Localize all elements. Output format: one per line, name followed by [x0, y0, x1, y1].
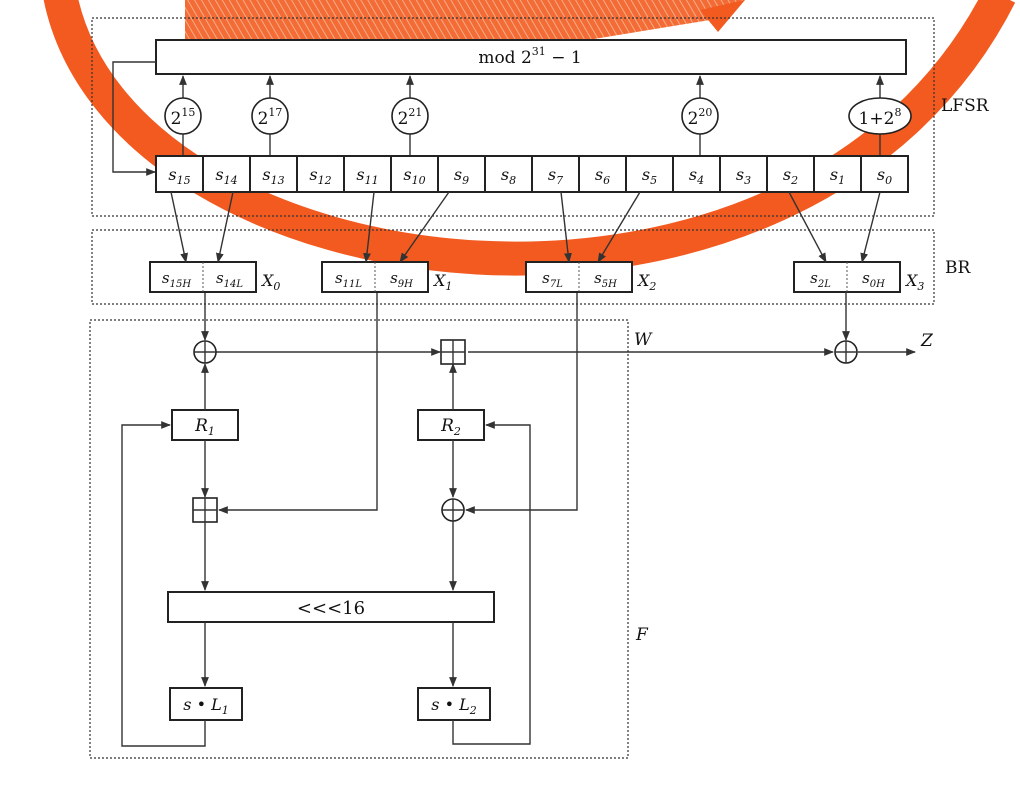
cell-label: s1 — [830, 165, 845, 187]
lfsr-cell: s1 — [813, 155, 862, 193]
l2-label: s • L2 — [431, 695, 476, 717]
br-word: s7L s5H X2 — [525, 261, 656, 293]
f-region: F W Z R1 R2 — [89, 292, 934, 759]
lfsr-cell: s6 — [578, 155, 627, 193]
br-word: s11L s9H X1 — [321, 261, 452, 293]
lfsr-region: LFSR mod 231 − 1 215 217 221 220 1+28 s15 s14… — [91, 17, 990, 217]
xor-icon — [441, 498, 465, 522]
br-half-label: s7L — [542, 269, 563, 290]
rotate-box — [167, 591, 495, 623]
br-word-name: X1 — [432, 271, 452, 293]
cell-label: s4 — [689, 165, 704, 187]
l1-label: s • L1 — [183, 695, 228, 717]
br-half-label: s0H — [862, 269, 885, 290]
multiplier-node: 215 — [164, 75, 202, 156]
multiplier-node: 217 — [251, 75, 289, 156]
lfsr-cells: s15 s14 s13 s12 s11 s10 s9 s8 s7 s6 s5 s4 s3 s2 s1 s0 — [155, 155, 909, 193]
br-word: s15H s14L X0 — [149, 261, 280, 293]
lfsr-cell: s5 — [625, 155, 674, 193]
xor-icon — [834, 340, 858, 364]
cell-label: s14 — [215, 165, 237, 187]
multiplier-node: 1+28 — [848, 75, 912, 156]
lfsr-cell: s9 — [437, 155, 486, 193]
br-label: BR — [945, 258, 971, 278]
lfsr-cell: s15 — [155, 155, 204, 193]
br-half-label: s15H — [162, 269, 191, 290]
multiplier-label: 217 — [258, 106, 283, 129]
lfsr-cell: s3 — [719, 155, 768, 193]
r2-register — [417, 409, 485, 441]
multiplier-label: 221 — [398, 106, 423, 129]
br-word-name: X0 — [260, 271, 280, 293]
br-word-name: X2 — [636, 271, 656, 293]
lfsr-cell: s2 — [766, 155, 815, 193]
lfsr-cell: s11 — [343, 155, 392, 193]
modulus-box — [155, 39, 907, 75]
f-label: F — [635, 625, 649, 645]
cell-label: s11 — [356, 165, 378, 187]
lfsr-cell: s12 — [296, 155, 345, 193]
xor-icon — [193, 340, 217, 364]
lfsr-cell: s4 — [672, 155, 721, 193]
modulus-label: mod 231 − 1 — [478, 45, 581, 68]
lfsr-cell: s14 — [202, 155, 251, 193]
cell-label: s13 — [262, 165, 284, 187]
cell-label: s9 — [454, 165, 469, 187]
br-half-label: s5H — [594, 269, 617, 290]
lfsr-cell: s10 — [390, 155, 439, 193]
tap-lines — [170, 191, 881, 263]
multipliers: 215 217 221 220 1+28 — [164, 75, 912, 156]
cell-label: s8 — [501, 165, 516, 187]
r1-label: R1 — [194, 416, 215, 438]
lfsr-cell: s8 — [484, 155, 533, 193]
l2-transform — [417, 687, 491, 721]
cell-label: s2 — [783, 165, 798, 187]
br-region: BR s15H s14L X0 s11L s9H X1 s7L s5H X2 s2L s0H X3 — [91, 229, 971, 305]
add-mod-icon — [440, 339, 466, 365]
lfsr-label: LFSR — [941, 96, 990, 116]
w-label: W — [634, 330, 653, 350]
cell-label: s3 — [736, 165, 751, 187]
z-label: Z — [920, 331, 934, 351]
cell-label: s0 — [877, 165, 892, 187]
l1-transform — [169, 687, 243, 721]
cell-label: s10 — [403, 165, 425, 187]
cell-label: s15 — [168, 165, 190, 187]
multiplier-label: 215 — [171, 106, 196, 129]
multiplier-node: 220 — [681, 75, 719, 156]
lfsr-cell: s7 — [531, 155, 580, 193]
br-half-label: s2L — [810, 269, 831, 290]
br-words: s15H s14L X0 s11L s9H X1 s7L s5H X2 s2L s0H X3 — [149, 261, 924, 293]
multiplier-label: 220 — [688, 106, 713, 129]
cell-label: s5 — [642, 165, 657, 187]
multiplier-node: 221 — [391, 75, 429, 156]
br-word: s2L s0H X3 — [793, 261, 924, 293]
br-half-label: s11L — [335, 269, 362, 290]
br-half-label: s14L — [216, 269, 243, 290]
br-half-label: s9H — [390, 269, 413, 290]
multiplier-label: 1+28 — [859, 106, 902, 129]
br-word-name: X3 — [904, 271, 924, 293]
cell-label: s6 — [595, 165, 610, 187]
lfsr-cell: s0 — [860, 155, 909, 193]
r2-label: R2 — [440, 416, 461, 438]
cell-label: s12 — [309, 165, 331, 187]
cell-label: s7 — [548, 165, 563, 187]
rotate-label: <<<16 — [297, 598, 365, 619]
lfsr-cell: s13 — [249, 155, 298, 193]
add-mod-icon — [192, 497, 218, 523]
